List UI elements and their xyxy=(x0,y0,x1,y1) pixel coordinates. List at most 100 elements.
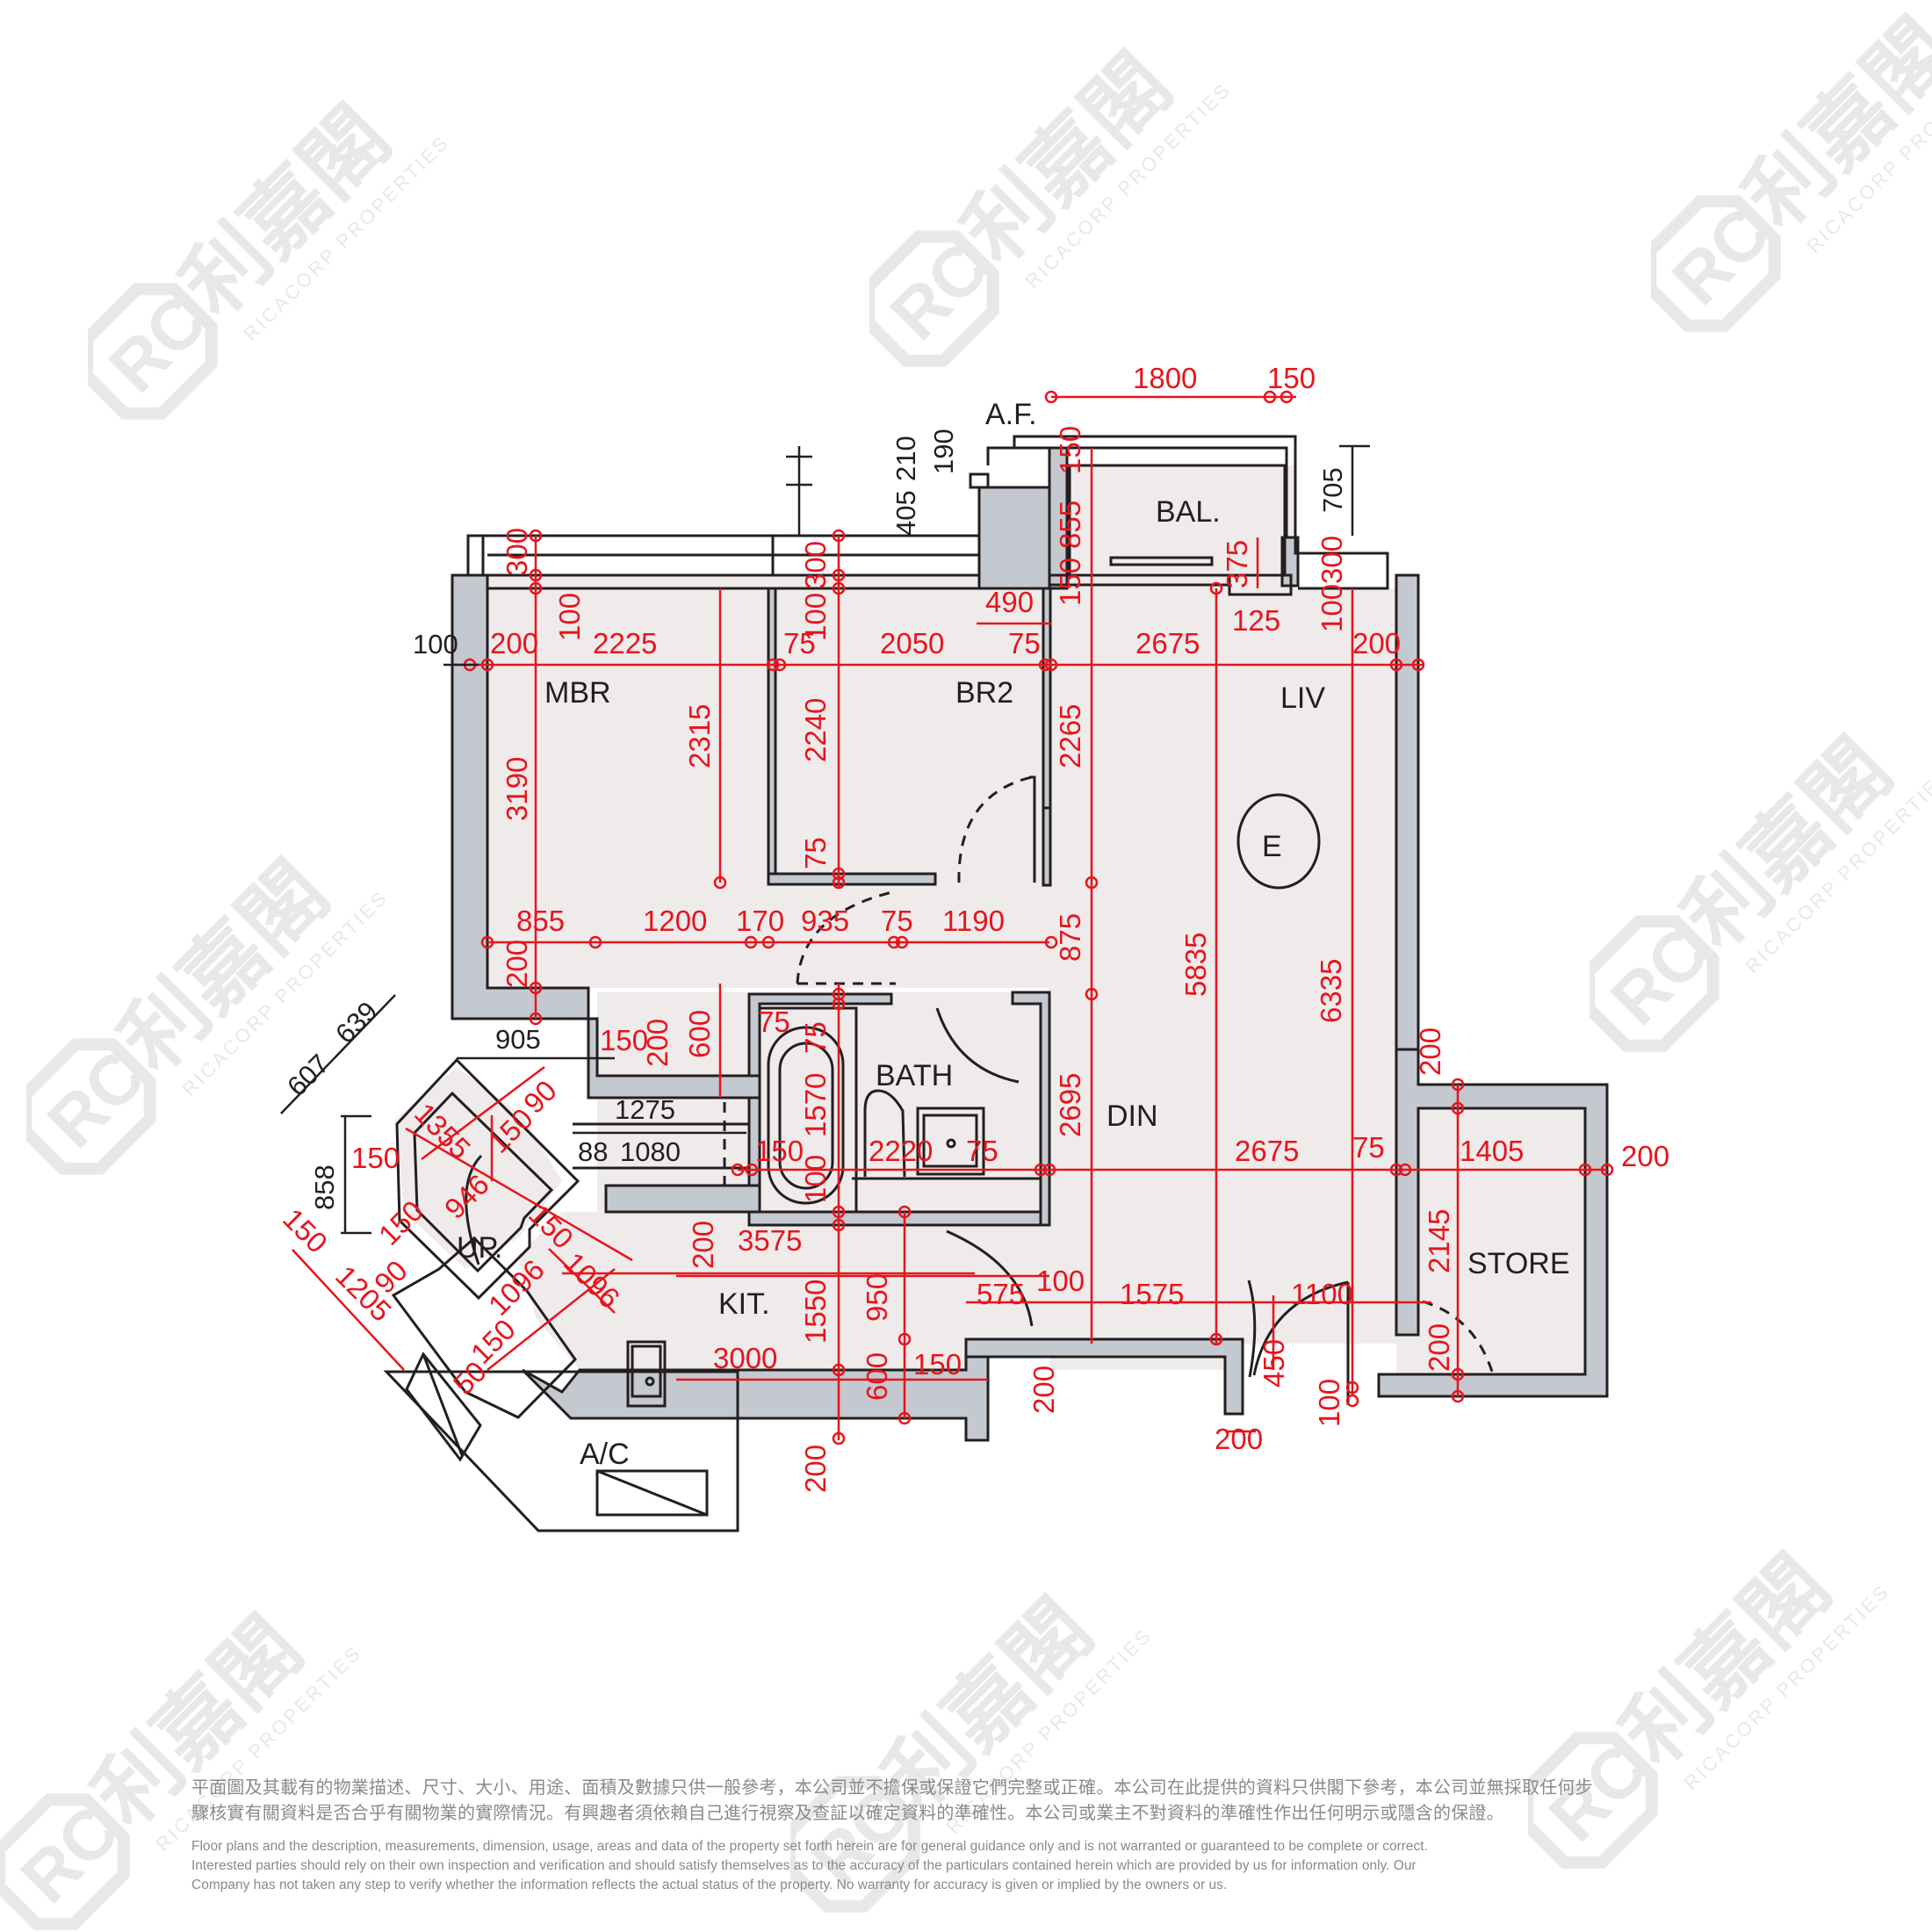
dim-label: 300 xyxy=(799,541,832,589)
dim-label: 75 xyxy=(799,1021,832,1054)
dim-label: 75 xyxy=(783,627,816,660)
dim-label: 450 xyxy=(1258,1339,1290,1388)
dim-label: 1405 xyxy=(1460,1135,1524,1167)
dim-label: 100 xyxy=(413,629,458,660)
flat-marker-circle xyxy=(1236,793,1321,890)
dim-label: 905 xyxy=(495,1024,541,1055)
room-label-br2: BR2 xyxy=(955,676,1013,710)
dim-label: 607 xyxy=(281,1049,335,1102)
room-label-mbr: MBR xyxy=(544,676,611,710)
dim-label: 855 xyxy=(516,905,565,937)
dim-label: 1080 xyxy=(620,1136,681,1167)
dim-label: 100 xyxy=(799,593,832,641)
dim-label: 490 xyxy=(985,586,1034,618)
floor-areas xyxy=(395,465,1585,1379)
room-label-store: STORE xyxy=(1467,1247,1570,1280)
dim-label: 1190 xyxy=(942,905,1005,937)
dim-label: 2050 xyxy=(880,627,944,660)
dim-label: 75 xyxy=(1352,1131,1385,1164)
dim-label: 100 xyxy=(799,1155,832,1203)
dim-label: 855 xyxy=(1054,501,1086,549)
room-label-kit: KIT. xyxy=(718,1287,770,1321)
room-label-liv: LIV xyxy=(1280,681,1325,715)
outlines xyxy=(383,435,1495,1532)
dim-label: 858 xyxy=(309,1164,340,1210)
dim-label: 2695 xyxy=(1054,1073,1086,1137)
dim-label: 75 xyxy=(1008,627,1041,660)
dim-label: 75 xyxy=(966,1135,998,1167)
dim-label: 100 xyxy=(1036,1265,1085,1297)
dim-label: 375 xyxy=(1221,540,1253,588)
room-label-bal: BAL. xyxy=(1156,495,1221,529)
dim-label: 300 xyxy=(501,528,533,576)
dim-label: 100 xyxy=(553,593,586,641)
dim-label: 1275 xyxy=(615,1094,675,1125)
dim-label: 200 xyxy=(1423,1323,1455,1372)
dim-label: 2675 xyxy=(1235,1135,1299,1167)
dim-label: 935 xyxy=(801,905,849,937)
dim-label: 75 xyxy=(758,1006,790,1038)
dim-label: 200 xyxy=(501,940,533,988)
dim-label: 150 xyxy=(1054,426,1086,474)
dim-label: 2145 xyxy=(1423,1209,1455,1273)
dim-label: 405 xyxy=(890,490,921,536)
dim-label: 300 xyxy=(1316,536,1348,584)
dim-label: 75 xyxy=(799,837,832,869)
dim-label: 3000 xyxy=(713,1342,777,1374)
dim-label: 6335 xyxy=(1315,959,1347,1023)
dim-label: 150 xyxy=(351,1142,400,1174)
dim-label: 150 xyxy=(913,1348,962,1381)
dim-label: 200 xyxy=(641,1019,674,1067)
dim-label: 575 xyxy=(977,1278,1025,1310)
dim-label: 190 xyxy=(928,429,959,474)
dim-label: 75 xyxy=(881,905,913,937)
dim-label: 705 xyxy=(1317,467,1348,513)
dim-label: 1200 xyxy=(643,905,707,937)
dim-label: 2220 xyxy=(869,1135,933,1167)
dim-label: 1800 xyxy=(1133,362,1197,394)
disclaimer-zh-line-1: 平面圖及其載有的物業描述、尺寸、大小、用途、面積及數據只供一般參考，本公司並不擔… xyxy=(191,1778,1593,1798)
dim-label: 150 xyxy=(1267,362,1316,394)
dim-label: 639 xyxy=(329,996,383,1049)
dim-label: 100 xyxy=(1316,584,1348,632)
disclaimer-en-line-3: Company has not taken any step to verify… xyxy=(191,1878,1228,1892)
dim-label: 125 xyxy=(1232,604,1280,637)
dim-label: 150 xyxy=(600,1024,648,1056)
dim-label: 2240 xyxy=(799,698,832,762)
room-label-bath: BATH xyxy=(876,1059,953,1092)
dimension-labels: 1800 150 100 200 2225 75 2050 75 2675 20… xyxy=(351,362,1669,1455)
dim-label: 200 xyxy=(490,627,538,660)
disclaimer: 平面圖及其載有的物業描述、尺寸、大小、用途、面積及數據只供一般參考，本公司並不擔… xyxy=(191,1776,1763,1895)
room-label-up: UP. xyxy=(457,1231,502,1265)
dim-label: 210 xyxy=(890,436,921,481)
dim-label: 600 xyxy=(683,1010,716,1058)
dim-label: 1550 xyxy=(799,1280,832,1344)
dim-label: 2675 xyxy=(1135,627,1200,660)
room-label-af: A.F. xyxy=(985,398,1037,431)
dim-label: 200 xyxy=(799,1445,832,1493)
dim-label: 200 xyxy=(1414,1027,1446,1076)
dimension-labels-vertical: 3190 2315 2240 75 2265 5835 6335 875 269… xyxy=(309,426,1455,1493)
dim-label: 875 xyxy=(1054,913,1086,962)
dim-label: 3575 xyxy=(738,1224,802,1257)
disclaimer-zh-line-2: 驟核實有關資料是否合乎有關物業的實際情況。有興趣者須依賴自己進行視察及查証以確定… xyxy=(191,1804,1504,1823)
dim-label: 3190 xyxy=(501,757,533,821)
walls xyxy=(451,446,1609,1442)
dim-label: 200 xyxy=(1352,627,1401,660)
flat-marker-label: E xyxy=(1262,830,1282,863)
room-label-din: DIN xyxy=(1107,1099,1158,1133)
dim-label: 100 xyxy=(1313,1379,1345,1427)
dim-label: 150 xyxy=(755,1135,804,1167)
black-dimension-lines xyxy=(280,444,1370,1235)
dim-label: 5835 xyxy=(1179,933,1212,997)
dim-label: 170 xyxy=(736,905,784,937)
dim-label: 2225 xyxy=(593,627,657,660)
dim-label: 950 xyxy=(861,1273,893,1322)
disclaimer-en-line-1: Floor plans and the description, measure… xyxy=(191,1839,1428,1854)
dim-label: 200 xyxy=(1215,1423,1263,1455)
room-labels: MBR BR2 LIV DIN BATH KIT. STORE BAL. A.F… xyxy=(457,398,1570,1471)
dim-label: 88 xyxy=(578,1136,608,1167)
dim-label: 1100 xyxy=(1291,1278,1353,1310)
dim-label: 2315 xyxy=(683,704,716,768)
